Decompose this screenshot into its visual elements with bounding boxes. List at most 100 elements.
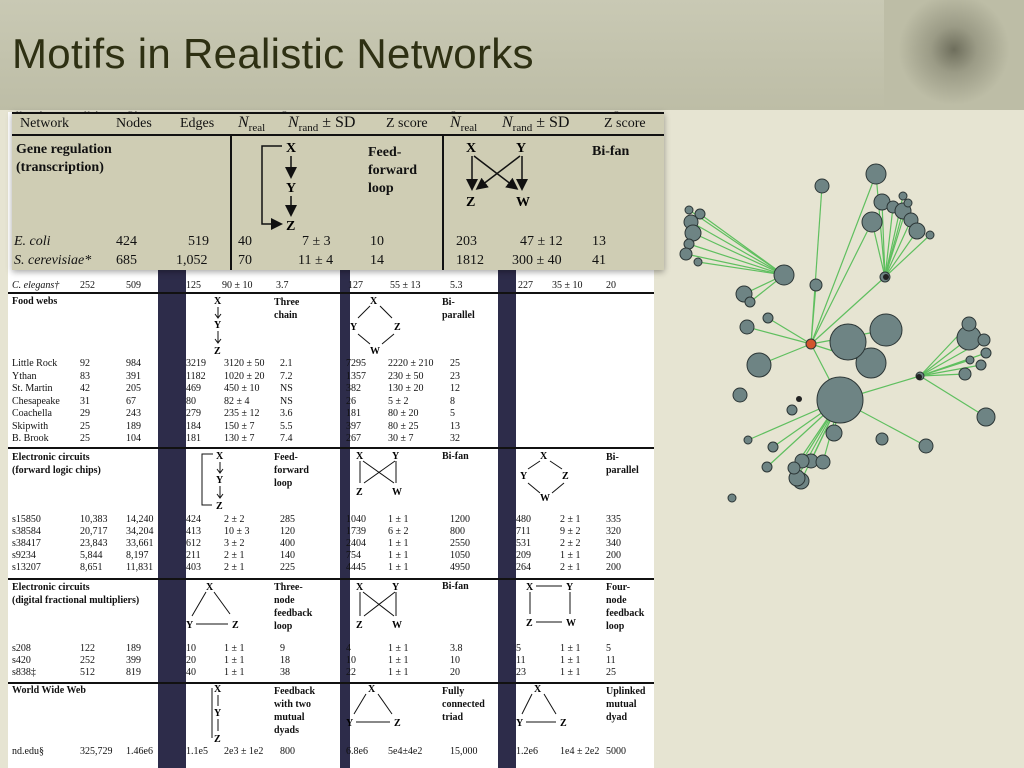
- svg-text:W: W: [392, 620, 402, 631]
- table-cell: 469: [186, 383, 201, 394]
- gene-regulation-title: Gene regulation: [16, 142, 112, 157]
- graph-edge: [884, 206, 894, 278]
- table-cell: 120: [280, 526, 295, 537]
- table-cell: 23: [450, 370, 460, 382]
- graph-edge: [685, 253, 785, 276]
- table-cell: 203: [456, 234, 477, 249]
- table-cell: St. Martin: [12, 383, 53, 394]
- graph-junction-node: [916, 374, 922, 380]
- svg-text:X: X: [216, 451, 224, 462]
- table-cell: 181: [186, 433, 201, 444]
- table-cell: 1,052: [176, 253, 208, 268]
- graph-node: [767, 441, 779, 453]
- table-cell: 80: [186, 395, 196, 407]
- table-cell: 264: [516, 562, 531, 573]
- svg-text:X: X: [370, 296, 378, 307]
- svg-text:X: X: [356, 582, 364, 593]
- table-cell: 34,204: [126, 526, 154, 537]
- graph-edge: [810, 276, 886, 345]
- table-cell: 184: [186, 420, 201, 432]
- graph-edge: [688, 243, 785, 276]
- svg-text:Y: Y: [350, 322, 358, 333]
- table-cell: 10: [186, 643, 196, 654]
- table-cell: 20: [450, 667, 460, 678]
- table-cell: 2404: [346, 538, 366, 549]
- table-cell: 391: [126, 370, 141, 382]
- graph-node: [684, 205, 694, 215]
- graph-edge: [767, 317, 812, 345]
- feed-forward-loop-motif-icon: X Y Z: [261, 141, 297, 232]
- table-cell: 150 ± 7: [224, 420, 255, 432]
- svg-text:Z: Z: [214, 346, 221, 356]
- table-cell: 25: [80, 420, 90, 432]
- table-cell: 480: [516, 514, 531, 525]
- table-cell: 519: [188, 234, 209, 249]
- table-cell: 23,843: [80, 538, 108, 549]
- table-cell: 267: [346, 433, 361, 444]
- table-cell: 235 ± 12: [224, 408, 260, 419]
- table-cell: 819: [126, 667, 141, 678]
- table-cell: 90 ± 10: [222, 280, 253, 291]
- graph-node: [786, 404, 798, 416]
- svg-text:Y: Y: [516, 141, 526, 156]
- table-cell: 130 ± 7: [224, 433, 255, 444]
- table-cell: Skipwith: [12, 420, 49, 432]
- table-cell: 41: [592, 253, 606, 268]
- table-cell: 300 ± 40: [512, 253, 562, 268]
- svg-text:X: X: [214, 684, 222, 695]
- table-cell: 26: [346, 395, 356, 407]
- graph-node: [816, 376, 864, 424]
- table-cell: 2 ± 1: [560, 562, 581, 573]
- table-cell: B. Brook: [12, 433, 49, 444]
- table-cell: 243: [126, 408, 141, 419]
- table-cell: 20: [606, 280, 616, 291]
- svg-text:Y: Y: [516, 718, 524, 729]
- graph-hub-node: [805, 338, 817, 350]
- table-cell: 11: [606, 655, 616, 666]
- table-cell: 2.1: [280, 358, 293, 369]
- svg-text:Y: Y: [186, 620, 194, 631]
- table-cell: s208: [12, 643, 31, 654]
- table-cell: 1e4 ± 2e2: [560, 746, 600, 757]
- table-cell: 3.8: [450, 643, 463, 654]
- svg-text:Z: Z: [356, 487, 363, 498]
- table-cell: 711: [516, 526, 531, 537]
- table-cell: 403: [186, 562, 201, 573]
- table-cell: 8,197: [126, 550, 149, 561]
- graph-edge: [690, 221, 785, 276]
- table-cell: 9 ± 2: [560, 526, 581, 537]
- graph-node: [739, 319, 755, 335]
- table-cell: 30 ± 7: [388, 433, 414, 444]
- table-cell: 1040: [346, 514, 366, 525]
- graph-edge: [881, 201, 886, 278]
- header-n-rand-2: Nrand ± SD: [502, 114, 570, 135]
- table-cell: 35 ± 10: [552, 280, 583, 291]
- graph-node: [918, 438, 934, 454]
- bi-parallel-label: Bi-parallel: [442, 297, 475, 321]
- table-cell: 11,831: [126, 562, 154, 573]
- svg-text:Z: Z: [232, 620, 239, 631]
- table-cell: 1 ± 1: [560, 643, 581, 654]
- table-cell: 92: [80, 358, 90, 369]
- bi-fan-label: Bi-fan: [592, 144, 630, 159]
- table-cell: 211: [186, 550, 201, 561]
- bi-fan-motif-icon-small: X Y Z W: [356, 451, 402, 498]
- gene-regulation-subtitle: (transcription): [16, 160, 104, 175]
- graph-edge: [919, 375, 987, 418]
- table-cell: 1 ± 1: [560, 550, 581, 561]
- motif-node-z: Z: [286, 219, 295, 232]
- graph-node: [975, 359, 987, 371]
- table-cell: 122: [80, 643, 95, 654]
- graph-node: [773, 264, 795, 286]
- table-cell: 125: [186, 280, 201, 291]
- table-cell: 2 ± 2: [560, 538, 581, 549]
- network-graph: [679, 163, 996, 503]
- table-cell: 209: [516, 550, 531, 561]
- svg-text:Y: Y: [214, 320, 222, 331]
- header-z-score: Z score: [386, 116, 428, 131]
- graph-node: [809, 278, 823, 292]
- graph-node: [684, 224, 702, 242]
- table-cell: 5: [606, 643, 611, 654]
